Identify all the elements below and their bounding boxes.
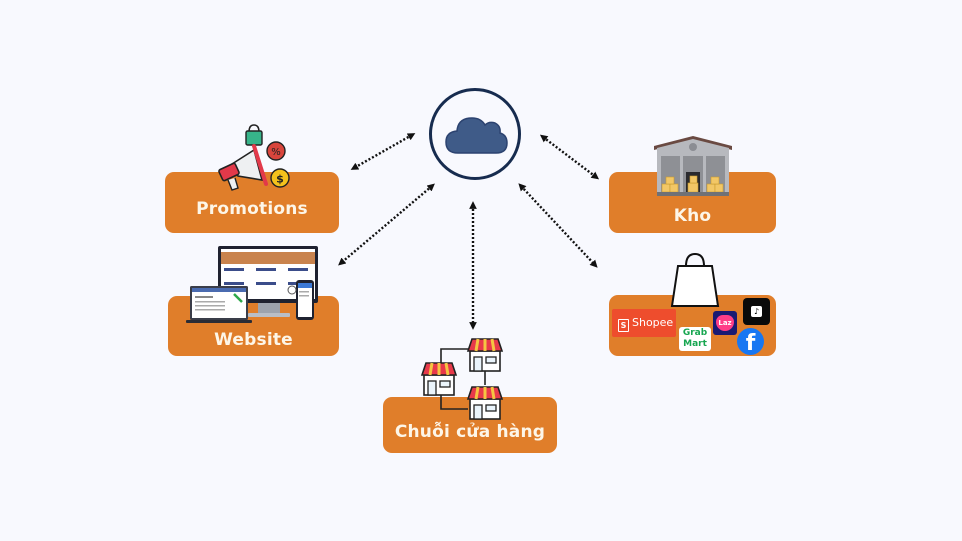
tiktok-shop-logo: ♪ [743, 298, 770, 325]
arrow-hub-warehouse [539, 134, 600, 180]
node-promotions[interactable]: Promotions [165, 172, 339, 233]
arrow-hub-marketplaces [518, 183, 598, 268]
node-label: Website [214, 330, 293, 350]
grabmart-logo: Grab Mart [679, 327, 711, 351]
lazada-logo: Laz [713, 311, 737, 335]
megaphone-icon [218, 144, 268, 191]
node-label: Chuỗi cửa hàng [394, 422, 546, 442]
store-icon-left [420, 362, 458, 396]
arrow-hub-promotions [350, 133, 416, 170]
store-icon-top [466, 338, 504, 372]
laptop-icon [186, 286, 252, 323]
coin-icon: $ [270, 168, 290, 188]
shopee-bag-icon: S [618, 319, 629, 332]
facebook-logo: f [737, 328, 764, 355]
megaphone-promotion-icon: % $ [218, 124, 290, 191]
node-label: Promotions [196, 199, 308, 219]
node-store-chain[interactable]: Chuỗi cửa hàng [383, 397, 557, 453]
phone-icon [287, 280, 314, 320]
svg-text:$: $ [276, 173, 284, 186]
shopping-bag-small-icon [245, 124, 263, 146]
store-icon-bottom [466, 386, 504, 420]
lazada-heart-icon: Laz [716, 315, 734, 331]
svg-text:%: % [271, 147, 281, 158]
tiktok-bag-icon: ♪ [751, 306, 762, 317]
devices-website-icon [186, 246, 318, 323]
store-network-icon [420, 338, 504, 420]
arrow-hub-website [338, 183, 435, 266]
node-warehouse[interactable]: Kho [609, 172, 776, 233]
shopping-bag-icon [670, 252, 720, 307]
discount-badge-icon: % [266, 141, 286, 161]
cloud-icon [445, 117, 508, 154]
warehouse-icon [654, 136, 732, 196]
cloud-hub[interactable] [429, 88, 521, 180]
node-label: Kho [673, 206, 712, 226]
